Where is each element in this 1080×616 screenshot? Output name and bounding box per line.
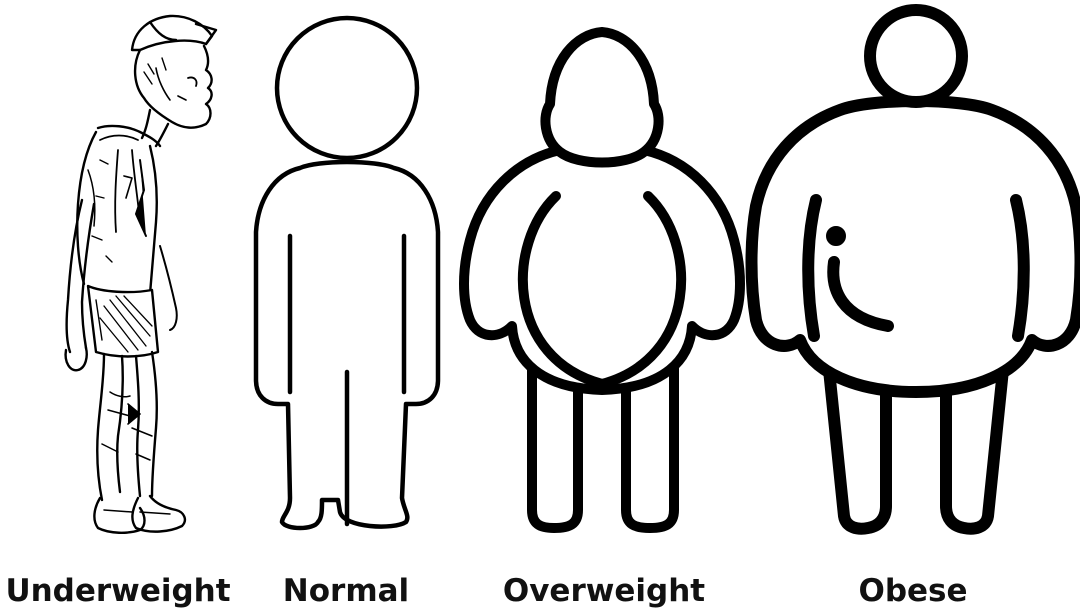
label-underweight: Underweight bbox=[5, 576, 230, 607]
obese-figure bbox=[752, 10, 1080, 529]
normal-figure bbox=[256, 18, 438, 528]
overweight-figure bbox=[464, 32, 740, 528]
body-type-diagram bbox=[0, 0, 1080, 560]
label-obese: Obese bbox=[858, 576, 967, 607]
underweight-figure bbox=[66, 16, 216, 533]
label-overweight: Overweight bbox=[503, 576, 705, 607]
label-normal: Normal bbox=[283, 576, 409, 607]
